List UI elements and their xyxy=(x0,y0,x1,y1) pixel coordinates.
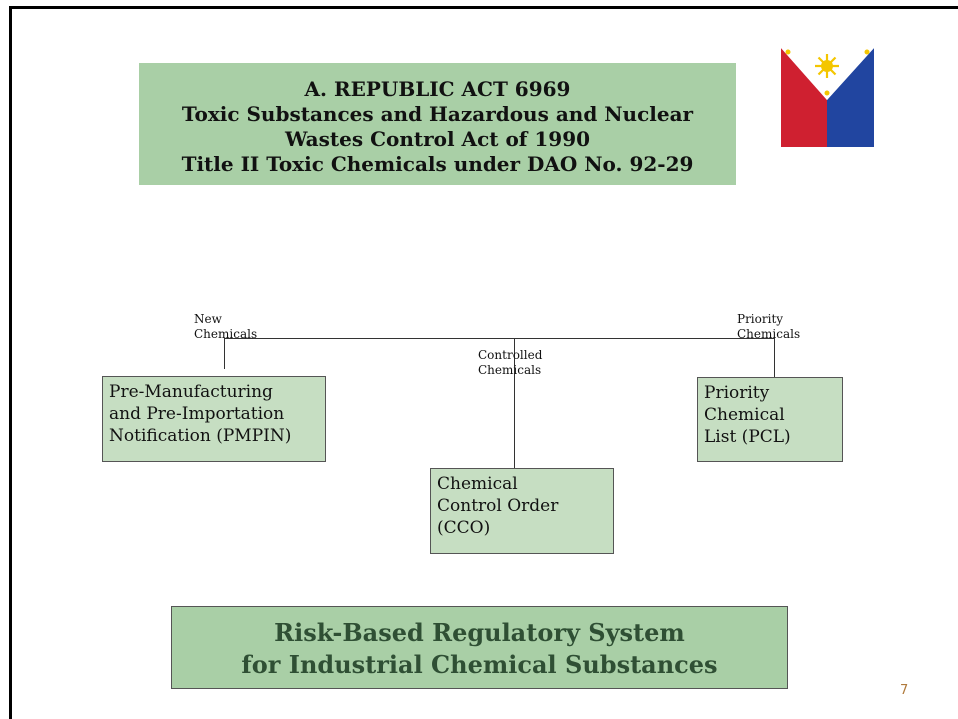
connector-horizontal xyxy=(224,338,775,339)
flag-blue-field xyxy=(827,48,874,147)
footer-line: for Industrial Chemical Substances xyxy=(241,650,718,679)
flag-sun-icon xyxy=(815,54,839,78)
connector-controlled xyxy=(514,338,515,468)
pcl-node: Priority Chemical List (PCL) xyxy=(697,377,843,462)
philippine-flag-icon xyxy=(781,48,874,147)
pmpin-node: Pre-Manufacturing and Pre-Importation No… xyxy=(102,376,326,462)
flag-red-field xyxy=(781,48,827,147)
controlled-chemicals-label: Controlled Chemicals xyxy=(478,348,543,377)
title-line: Toxic Substances and Hazardous and Nucle… xyxy=(181,102,694,126)
title-line: Wastes Control Act of 1990 xyxy=(284,127,591,151)
connector-new xyxy=(224,338,225,369)
new-chemicals-label: New Chemicals xyxy=(194,312,258,341)
connector-priority xyxy=(774,338,775,377)
title-box: A. REPUBLIC ACT 6969 Toxic Substances an… xyxy=(139,63,736,185)
title-line: A. REPUBLIC ACT 6969 xyxy=(304,77,571,101)
footer-box: Risk-Based Regulatory System for Industr… xyxy=(171,606,788,689)
cco-node: Chemical Control Order (CCO) xyxy=(430,468,614,554)
footer-line: Risk-Based Regulatory System xyxy=(274,618,685,647)
page-number: 7 xyxy=(900,683,909,698)
priority-chemicals-label: Priority Chemicals xyxy=(737,312,801,341)
flag-star-icons xyxy=(785,49,870,96)
slide-border-left xyxy=(9,6,12,719)
slide-border-top xyxy=(9,6,958,9)
title-line: Title II Toxic Chemicals under DAO No. 9… xyxy=(181,152,694,176)
